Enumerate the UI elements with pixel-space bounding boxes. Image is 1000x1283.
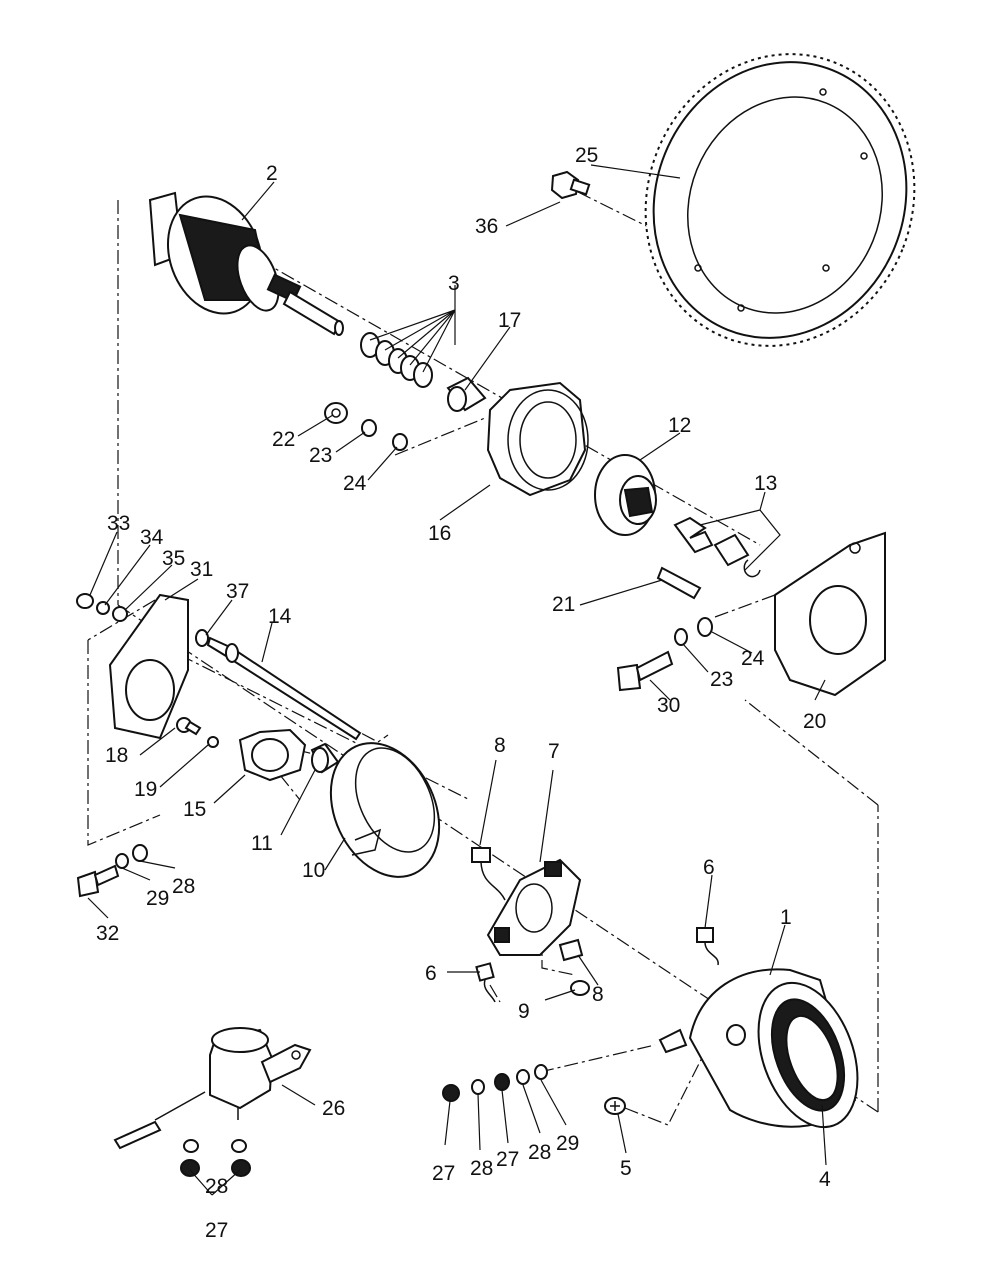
callout-23-lower: 23: [710, 668, 733, 691]
brush-lower-left: [475, 962, 496, 1003]
ring-gear: [644, 53, 916, 347]
callout-17: 17: [498, 309, 521, 332]
callout-35: 35: [162, 547, 185, 570]
end-cap: [329, 742, 441, 878]
drive-housing: [486, 381, 589, 497]
callout-2: 2: [266, 162, 278, 185]
stud: [656, 566, 702, 600]
callout-24-lower: 24: [741, 647, 765, 670]
callout-37: 37: [226, 580, 249, 603]
through-bolt-washer: [195, 629, 209, 647]
bracket-fasteners: [76, 593, 128, 622]
ring-gear-bolt: [550, 170, 591, 200]
callout-1: 1: [780, 906, 792, 929]
bracket-bolt: [616, 617, 713, 692]
callout-33: 33: [107, 512, 130, 535]
callout-18: 18: [105, 744, 128, 767]
lower-bolt-washers: [76, 844, 148, 898]
callout-30: 30: [657, 694, 680, 717]
callout-28-right: 28: [528, 1141, 551, 1164]
callout-20: 20: [803, 710, 826, 733]
solenoid: [113, 1027, 312, 1150]
callout-9: 9: [518, 1000, 530, 1023]
callout-34: 34: [140, 526, 164, 549]
callout-29-right: 29: [556, 1132, 579, 1155]
callout-31: 31: [190, 558, 213, 581]
callout-19: 19: [134, 778, 157, 801]
brush-upper: [471, 847, 506, 901]
pinion-clutch: [594, 454, 657, 536]
bushing-rear: [310, 742, 340, 774]
armature: [148, 191, 344, 336]
callout-14: 14: [268, 605, 292, 628]
brush-lower: [558, 938, 584, 962]
pinion-spring: [673, 516, 761, 578]
callout-6-field: 6: [703, 856, 715, 879]
callout-13: 13: [754, 472, 777, 495]
bushing-housing: [238, 728, 307, 782]
callout-28-left: 28: [172, 875, 195, 898]
brush-field: [696, 927, 719, 966]
thrust-washers: [360, 332, 433, 388]
callout-12: 12: [668, 414, 691, 437]
callout-26: 26: [322, 1097, 345, 1120]
callout-4: 4: [819, 1168, 831, 1191]
callout-16: 16: [428, 522, 451, 545]
callout-7: 7: [548, 740, 560, 763]
callout-15: 15: [183, 798, 206, 821]
callout-28-middle: 28: [470, 1157, 493, 1180]
callout-5: 5: [620, 1157, 632, 1180]
callout-36: 36: [475, 215, 498, 238]
callout-6-brush: 6: [425, 962, 437, 985]
callout-11: 11: [251, 832, 273, 855]
assembly-lines: [87, 191, 879, 1126]
callout-10: 10: [302, 859, 325, 882]
callout-27-solenoid: 27: [205, 1219, 228, 1242]
callout-32: 32: [96, 922, 119, 945]
callout-24-upper: 24: [343, 472, 367, 495]
terminal-lug: [570, 980, 590, 996]
housing-screw: [604, 1097, 626, 1115]
callout-8-upper: 8: [494, 734, 506, 757]
callout-23-upper: 23: [309, 444, 332, 467]
callout-8-lower: 8: [592, 983, 604, 1006]
callout-21: 21: [552, 593, 575, 616]
mounting-bracket: [774, 531, 886, 697]
leader-lines: [87, 164, 827, 1196]
callout-25: 25: [575, 144, 598, 167]
through-bolt: [206, 636, 362, 741]
end-bracket-plate: [108, 593, 189, 740]
callout-labels: 2 25 36 3 17 22 23 24 12 16 13 33 34 35 …: [96, 144, 831, 1242]
callout-27-left: 27: [432, 1162, 455, 1185]
terminal-nuts-washers: [442, 1064, 548, 1102]
bushing-front: [446, 376, 487, 412]
callout-29-left: 29: [146, 887, 169, 910]
field-frame-housing: [658, 968, 859, 1129]
callout-28-solenoid: 28: [205, 1175, 228, 1198]
brush-plate: [486, 858, 582, 956]
plate-screw: [176, 717, 219, 748]
callout-27-middle: 27: [496, 1148, 519, 1171]
nut-washers-upper: [324, 402, 408, 451]
callout-3: 3: [448, 272, 460, 295]
solenoid-nuts-washers: [180, 1139, 251, 1177]
callout-22: 22: [272, 428, 295, 451]
